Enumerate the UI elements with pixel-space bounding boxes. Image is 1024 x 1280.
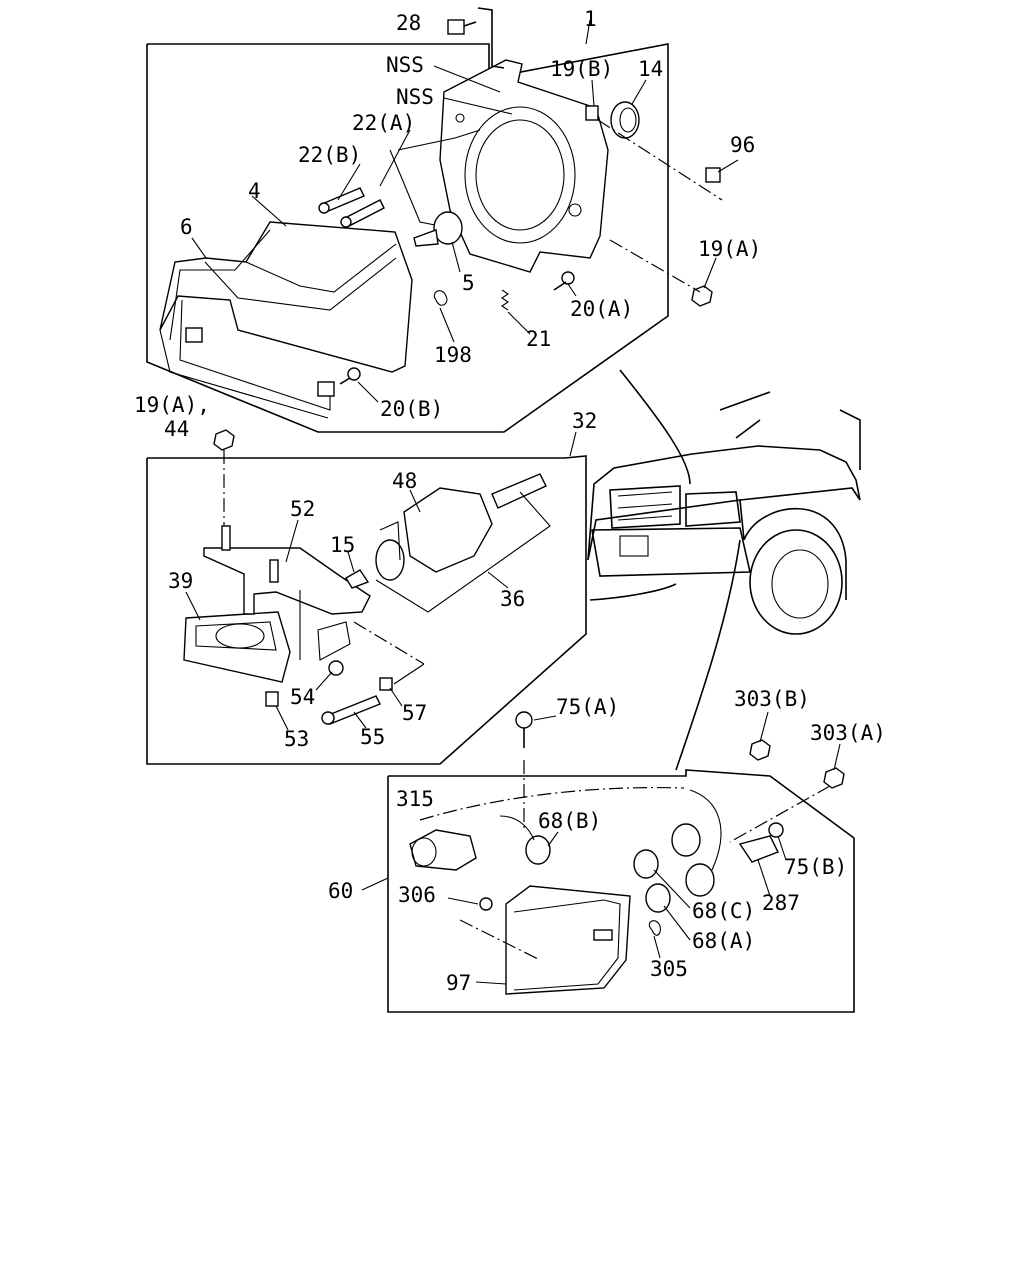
label-15: 15 [330,533,355,557]
corner-panel-border [387,769,855,1013]
fog-lamp-39 [183,611,291,683]
screw-75b [768,822,784,838]
clip-305 [648,920,661,936]
label-306: 306 [398,883,436,907]
clip-53 [265,691,279,707]
spring-21 [501,289,509,311]
socket-68b [499,815,551,865]
corner-lens-97 [505,885,631,995]
screw-306 [479,897,493,911]
fog-lamp-panel [146,429,587,765]
leader-lines [185,19,841,985]
socket-harness [419,786,722,897]
label-nss-1: NSS [386,53,424,77]
clip-19b [585,105,599,121]
label-315: 315 [396,787,434,811]
bracket-52 [203,525,371,661]
screw-55 [321,695,381,725]
nut-44 [213,429,235,451]
label-53: 53 [284,727,309,751]
retaining-ring-14 [610,101,640,139]
connector-315 [409,829,477,871]
label-6: 6 [180,215,193,239]
label-57: 57 [402,701,427,725]
label-60: 60 [328,879,353,903]
label-75b: 75(B) [784,855,847,879]
label-22b: 22(B) [298,143,361,167]
fog-panel-border [146,455,587,765]
label-5: 5 [462,271,475,295]
socket-48 [375,487,493,581]
label-36: 36 [500,587,525,611]
label-20a: 20(A) [570,297,633,321]
bulb-68a [645,883,671,913]
harness-36 [375,473,551,613]
label-39: 39 [168,569,193,593]
headlamp-assembly-panel [146,7,723,433]
headlamp-bracket [389,59,609,273]
screw-54 [328,660,344,676]
label-68c: 68(C) [692,899,755,923]
label-4: 4 [248,179,261,203]
label-97: 97 [446,971,471,995]
bulb-5 [413,211,463,247]
label-19b-top: 19(B) [550,57,613,81]
headlamp-panel-border [146,43,669,433]
label-54: 54 [290,685,315,709]
label-96: 96 [730,133,755,157]
screw-28 [447,7,505,69]
label-19a-comma: 19(A), [134,393,210,417]
nut-303a [823,767,845,789]
label-303a: 303(A) [810,721,886,745]
label-303b: 303(B) [734,687,810,711]
label-68a: 68(A) [692,929,755,953]
bulb-68c [633,849,659,879]
label-287: 287 [762,891,800,915]
screws-22 [318,187,385,228]
label-28: 28 [396,11,421,35]
label-55: 55 [360,725,385,749]
label-14: 14 [638,57,663,81]
corner-lamp-panel [387,711,855,1013]
nut-303b [749,739,771,761]
label-32: 32 [572,409,597,433]
label-44: 44 [164,417,189,441]
label-19a-right: 19(A) [698,237,761,261]
label-75a: 75(A) [556,695,619,719]
callout-labels: 28 1 NSS NSS 19(B) 14 22(A) 22(B) 96 4 6… [134,7,886,995]
clip-198 [433,290,448,306]
bracket-287 [738,835,779,863]
screw-20a [553,271,575,291]
label-52: 52 [290,497,315,521]
bulb-15 [345,569,370,589]
label-22a: 22(A) [352,111,415,135]
label-21: 21 [526,327,551,351]
label-20b: 20(B) [380,397,443,421]
vehicle-front [587,369,861,771]
label-nss-2: NSS [396,85,434,109]
screw-20b [339,367,361,385]
label-48: 48 [392,469,417,493]
nut-19a [691,285,713,307]
clip-57 [379,677,393,691]
headlamp-unit [159,221,413,419]
label-198: 198 [434,343,472,367]
label-1: 1 [584,7,597,31]
label-305: 305 [650,957,688,981]
clip-96 [705,167,721,183]
label-68b: 68(B) [538,809,601,833]
screw-75a [515,711,533,830]
